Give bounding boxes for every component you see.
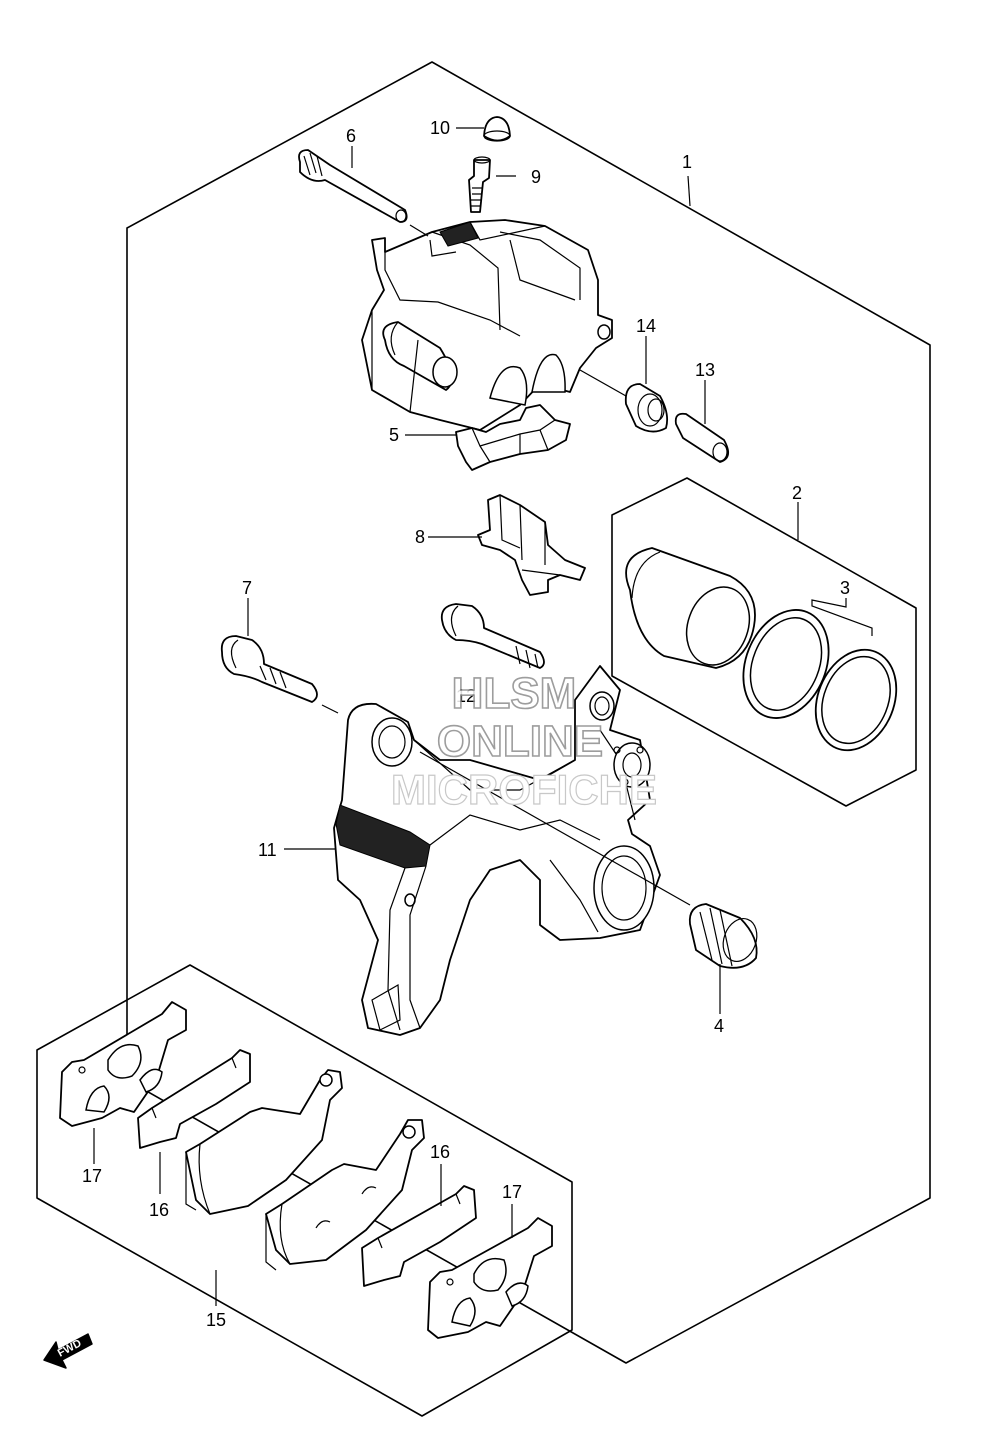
pad-insulator-part-16-right xyxy=(361,1185,477,1287)
callout-17-right: 17 xyxy=(502,1182,522,1202)
brake-pad-left xyxy=(185,1069,343,1215)
callout-4: 4 xyxy=(714,1016,724,1036)
callout-12: 12 xyxy=(456,686,476,706)
pad-set-frame-15 xyxy=(36,964,573,1417)
callout-16-right: 16 xyxy=(430,1142,450,1162)
callout-14: 14 xyxy=(636,316,656,336)
callout-5: 5 xyxy=(389,425,399,445)
pin-boot-part-4 xyxy=(688,903,758,969)
bolt-part-12 xyxy=(440,603,545,669)
callout-13: 13 xyxy=(695,360,715,380)
callout-3: 3 xyxy=(840,578,850,598)
sleeve-part-13 xyxy=(674,412,730,463)
watermark-line-2: ONLINE xyxy=(437,717,603,766)
callout-15: 15 xyxy=(206,1310,226,1330)
bleeder-cap-part-10 xyxy=(483,116,511,142)
callout-11: 11 xyxy=(258,840,277,860)
callout-16-left: 16 xyxy=(149,1200,169,1220)
pad-shim-part-17-right xyxy=(427,1217,553,1339)
callout-6: 6 xyxy=(346,126,356,146)
pin-boot-part-14 xyxy=(624,383,669,433)
pad-shim-part-17-left xyxy=(59,1001,187,1127)
callout-10: 10 xyxy=(430,118,450,138)
bleeder-valve-part-9 xyxy=(468,156,491,213)
callout-1: 1 xyxy=(682,152,692,172)
callout-9: 9 xyxy=(531,167,541,187)
callout-17-left: 17 xyxy=(82,1166,102,1186)
axis-lines xyxy=(321,224,691,906)
callout-2: 2 xyxy=(792,483,802,503)
slide-pin-part-6 xyxy=(298,149,408,223)
piston-part-2 xyxy=(625,547,756,669)
callout-7: 7 xyxy=(242,578,252,598)
watermark-line-3: MICROFICHE xyxy=(391,766,657,813)
mount-bolt-part-7 xyxy=(220,635,318,703)
pad-retainer-part-8 xyxy=(477,494,586,596)
leader-lines xyxy=(93,127,873,1306)
callout-8: 8 xyxy=(415,527,425,547)
watermark: HLSM ONLINE MICROFICHE xyxy=(390,668,657,813)
piston-seals-part-3 xyxy=(742,609,898,752)
caliper-bracket-part-11 xyxy=(333,665,661,1036)
pad-insulator-part-16-left xyxy=(137,1049,251,1149)
caliper-body-part-1 xyxy=(361,219,613,431)
callout-numbers: 1 6 10 9 14 13 5 8 2 3 7 12 11 4 17 16 1… xyxy=(82,118,850,1330)
brake-pad-right xyxy=(265,1119,425,1271)
pad-spring-part-5 xyxy=(455,404,571,471)
watermark-line-1: HLSM xyxy=(452,669,577,718)
piston-kit-frame-2 xyxy=(611,477,917,807)
fwd-arrow-icon: FWD xyxy=(43,1333,93,1369)
